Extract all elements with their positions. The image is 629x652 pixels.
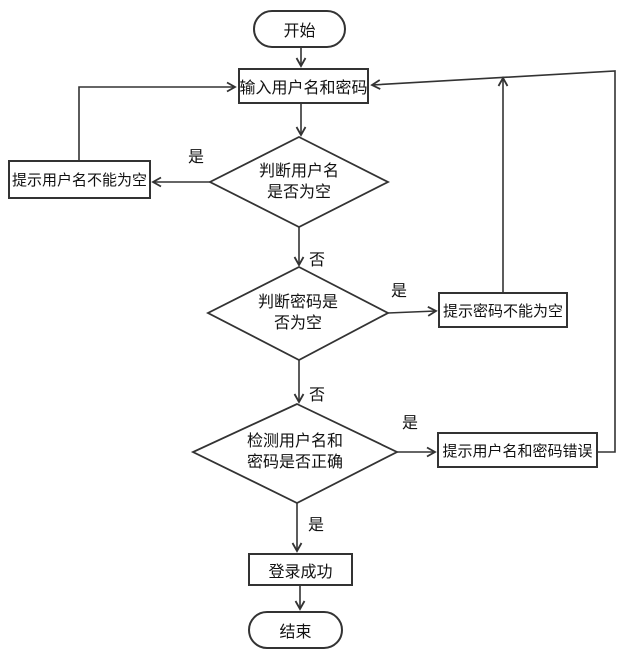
node-end: 结束 [248,611,343,649]
node-prompt-credentials-wrong-label: 提示用户名和密码错误 [442,442,593,460]
label-check-credentials-ok: 是 [308,517,325,534]
node-login-success: 登录成功 [248,553,353,586]
decision-check-credentials-shape [190,403,400,505]
edge-check-password-yes-to-prompt [387,306,438,317]
edge-prompt-wrong-back-to-input [370,70,616,453]
node-login-success-label: 登录成功 [268,563,333,581]
node-input-credentials-label: 输入用户名和密码 [239,80,368,97]
node-prompt-password-empty-label: 提示密码不能为空 [442,302,563,320]
decision-check-password-shape [206,265,390,362]
decision-check-username-shape [208,135,390,229]
node-prompt-credentials-wrong: 提示用户名和密码错误 [437,432,598,468]
label-check-username-yes: 是 [188,149,205,166]
node-start: 开始 [253,10,346,48]
node-start-label: 开始 [283,23,316,40]
label-check-username-no: 否 [309,252,326,269]
node-end-label: 结束 [279,624,312,641]
node-input-credentials: 输入用户名和密码 [238,68,369,104]
label-check-credentials-wrong: 是 [402,415,419,432]
node-prompt-password-empty: 提示密码不能为空 [438,292,568,328]
label-check-password-yes: 是 [391,283,408,300]
node-prompt-username-empty-label: 提示用户名不能为空 [11,172,147,189]
edge-prompt-username-back-to-input [78,81,237,160]
label-check-password-no: 否 [309,387,326,404]
node-prompt-username-empty: 提示用户名不能为空 [8,160,151,199]
